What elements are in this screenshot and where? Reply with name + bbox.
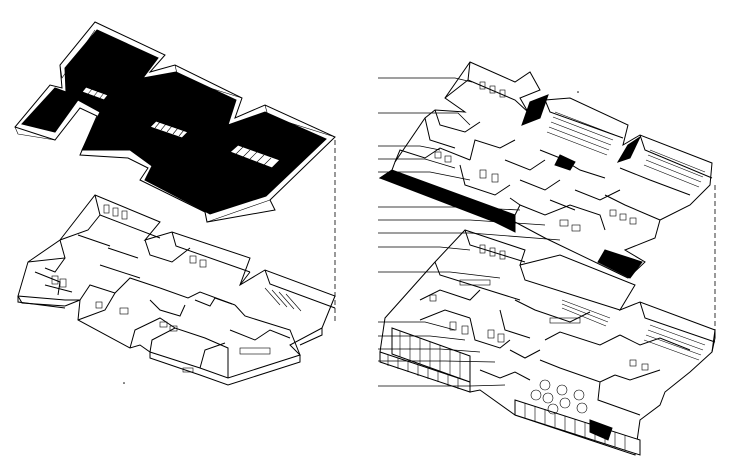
ground-lecture-hall-seats <box>561 299 706 361</box>
left-roof-layer <box>14 21 336 223</box>
glazed-facade <box>379 327 471 393</box>
ground-fixtures <box>429 244 649 371</box>
left-fixtures <box>51 204 302 373</box>
skylight-a <box>149 120 189 139</box>
stray-mark <box>577 91 579 93</box>
upper-fixtures <box>434 81 637 232</box>
right-ground-floor <box>379 229 716 456</box>
ground-round-tables <box>530 379 588 415</box>
skylight-b <box>229 144 281 169</box>
stray-mark <box>123 382 125 384</box>
skylight-c <box>81 86 109 101</box>
glazed-facade-east <box>514 399 641 456</box>
upper-auditorium-seats <box>546 111 706 188</box>
left-ground-floor <box>17 194 336 386</box>
leader-lines <box>378 77 561 387</box>
right-upper-floor <box>378 61 713 279</box>
